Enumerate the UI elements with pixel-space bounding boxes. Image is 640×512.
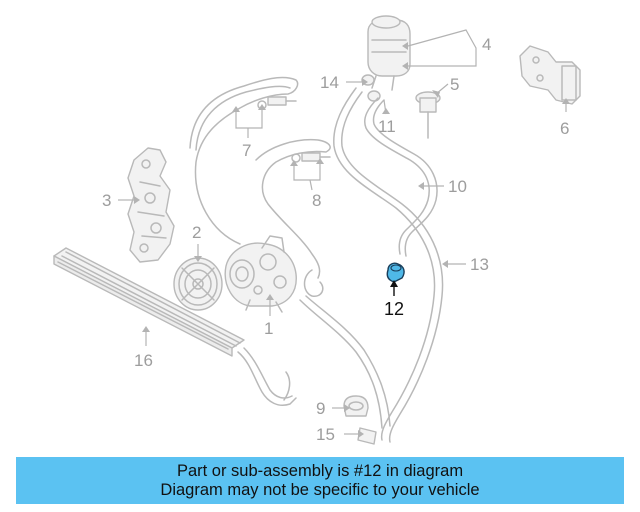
part-12-highlighted[interactable] (386, 262, 405, 283)
part-3-bracket[interactable] (127, 147, 175, 263)
callout-labels: 1 2 3 4 5 6 7 8 9 10 11 12 13 14 15 16 (102, 35, 569, 444)
callout-1[interactable]: 1 (264, 319, 273, 338)
callout-14[interactable]: 14 (320, 73, 339, 92)
callout-2[interactable]: 2 (192, 223, 201, 242)
part-5-sensor[interactable] (415, 91, 441, 139)
part-9-grommet[interactable] (343, 395, 369, 417)
callout-4[interactable]: 4 (482, 35, 491, 54)
arrowheads (134, 42, 570, 438)
part-1-pump[interactable] (224, 235, 297, 313)
part-8-pressure-line[interactable] (255, 138, 331, 297)
callout-8[interactable]: 8 (312, 191, 321, 210)
banner-line-disclaimer: Diagram may not be specific to your vehi… (160, 481, 480, 499)
callout-10[interactable]: 10 (448, 177, 467, 196)
callout-6[interactable]: 6 (560, 119, 569, 138)
parts-diagram: 1 2 3 4 5 6 7 8 9 10 11 12 13 14 15 16 (53, 15, 581, 445)
callout-5[interactable]: 5 (450, 75, 459, 94)
pump-feed-hose (299, 295, 391, 429)
info-banner: Part or sub-assembly is #12 in diagram D… (16, 457, 624, 504)
part-2-pulley[interactable] (173, 257, 223, 311)
callout-15[interactable]: 15 (316, 425, 335, 444)
callout-12-highlighted[interactable]: 12 (384, 299, 404, 319)
callout-9[interactable]: 9 (316, 399, 325, 418)
banner-line-part-number: Part or sub-assembly is #12 in diagram (176, 462, 464, 480)
part-4-reservoir[interactable] (367, 15, 411, 91)
callout-16[interactable]: 16 (134, 351, 153, 370)
part-16-cooler[interactable] (53, 247, 297, 406)
part-10-return-hose[interactable] (364, 97, 438, 257)
part-13-suction-hose[interactable] (333, 87, 444, 443)
callout-3[interactable]: 3 (102, 191, 111, 210)
callout-11[interactable]: 11 (378, 117, 396, 136)
part-6-bracket[interactable] (519, 45, 581, 105)
leader-lines (118, 29, 567, 435)
callout-7[interactable]: 7 (242, 141, 251, 160)
part-11-clamp[interactable] (367, 90, 381, 102)
callout-13[interactable]: 13 (470, 255, 489, 274)
part-7-hose[interactable] (189, 76, 299, 245)
